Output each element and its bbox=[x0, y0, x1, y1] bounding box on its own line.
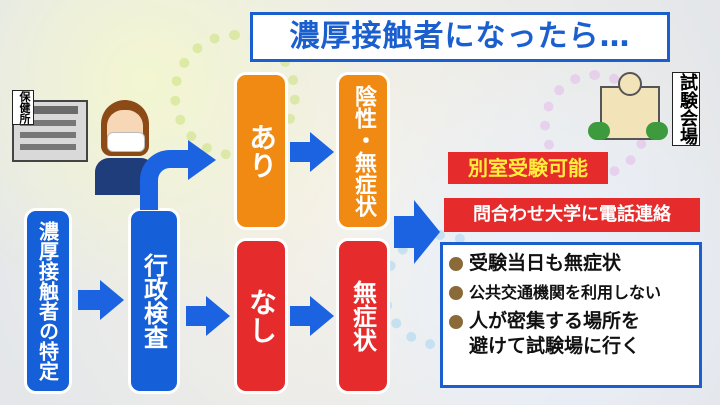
list-item: 公共交通機関を利用しない bbox=[449, 280, 693, 305]
bullet-icon bbox=[449, 286, 463, 300]
list-item: 人が密集する場所を bbox=[449, 309, 693, 334]
health-center-label: 保健所 bbox=[12, 90, 34, 125]
exam-site-icon bbox=[588, 72, 668, 142]
arrow-identify-to-inspect bbox=[78, 280, 124, 320]
list-item-continuation: 避けて試験場に行く bbox=[469, 335, 641, 357]
page-title: 濃厚接触者になったら… bbox=[250, 12, 670, 62]
arrow-yes-to-result bbox=[290, 132, 334, 172]
arrow-no-to-result bbox=[290, 296, 334, 336]
arrow-inspect-to-yes bbox=[140, 128, 232, 210]
list-item: 受験当日も無症状 bbox=[449, 251, 693, 276]
yes-box: あり bbox=[234, 72, 288, 230]
contact-university-banner: 問合わせ大学に電話連絡 bbox=[444, 198, 700, 232]
bullet-icon bbox=[449, 257, 463, 271]
arrow-to-notes bbox=[394, 200, 440, 264]
arrow-inspect-to-no bbox=[186, 296, 230, 336]
bullet-icon bbox=[449, 315, 463, 329]
conditions-list: 受験当日も無症状 公共交通機関を利用しない 人が密集する場所を 避けて試験場に行… bbox=[440, 242, 702, 388]
no-box: なし bbox=[234, 238, 288, 394]
identify-box: 濃厚接触者の特定 bbox=[24, 208, 72, 394]
yes-result-box: 陰性・無症状 bbox=[336, 72, 390, 230]
separate-room-banner: 別室受験可能 bbox=[448, 152, 608, 184]
inspect-box: 行政検査 bbox=[128, 208, 180, 394]
health-center-icon: 保健所 bbox=[12, 90, 92, 162]
no-result-box: 無症状 bbox=[336, 238, 390, 394]
exam-site-label: 試験会場 bbox=[672, 72, 700, 146]
